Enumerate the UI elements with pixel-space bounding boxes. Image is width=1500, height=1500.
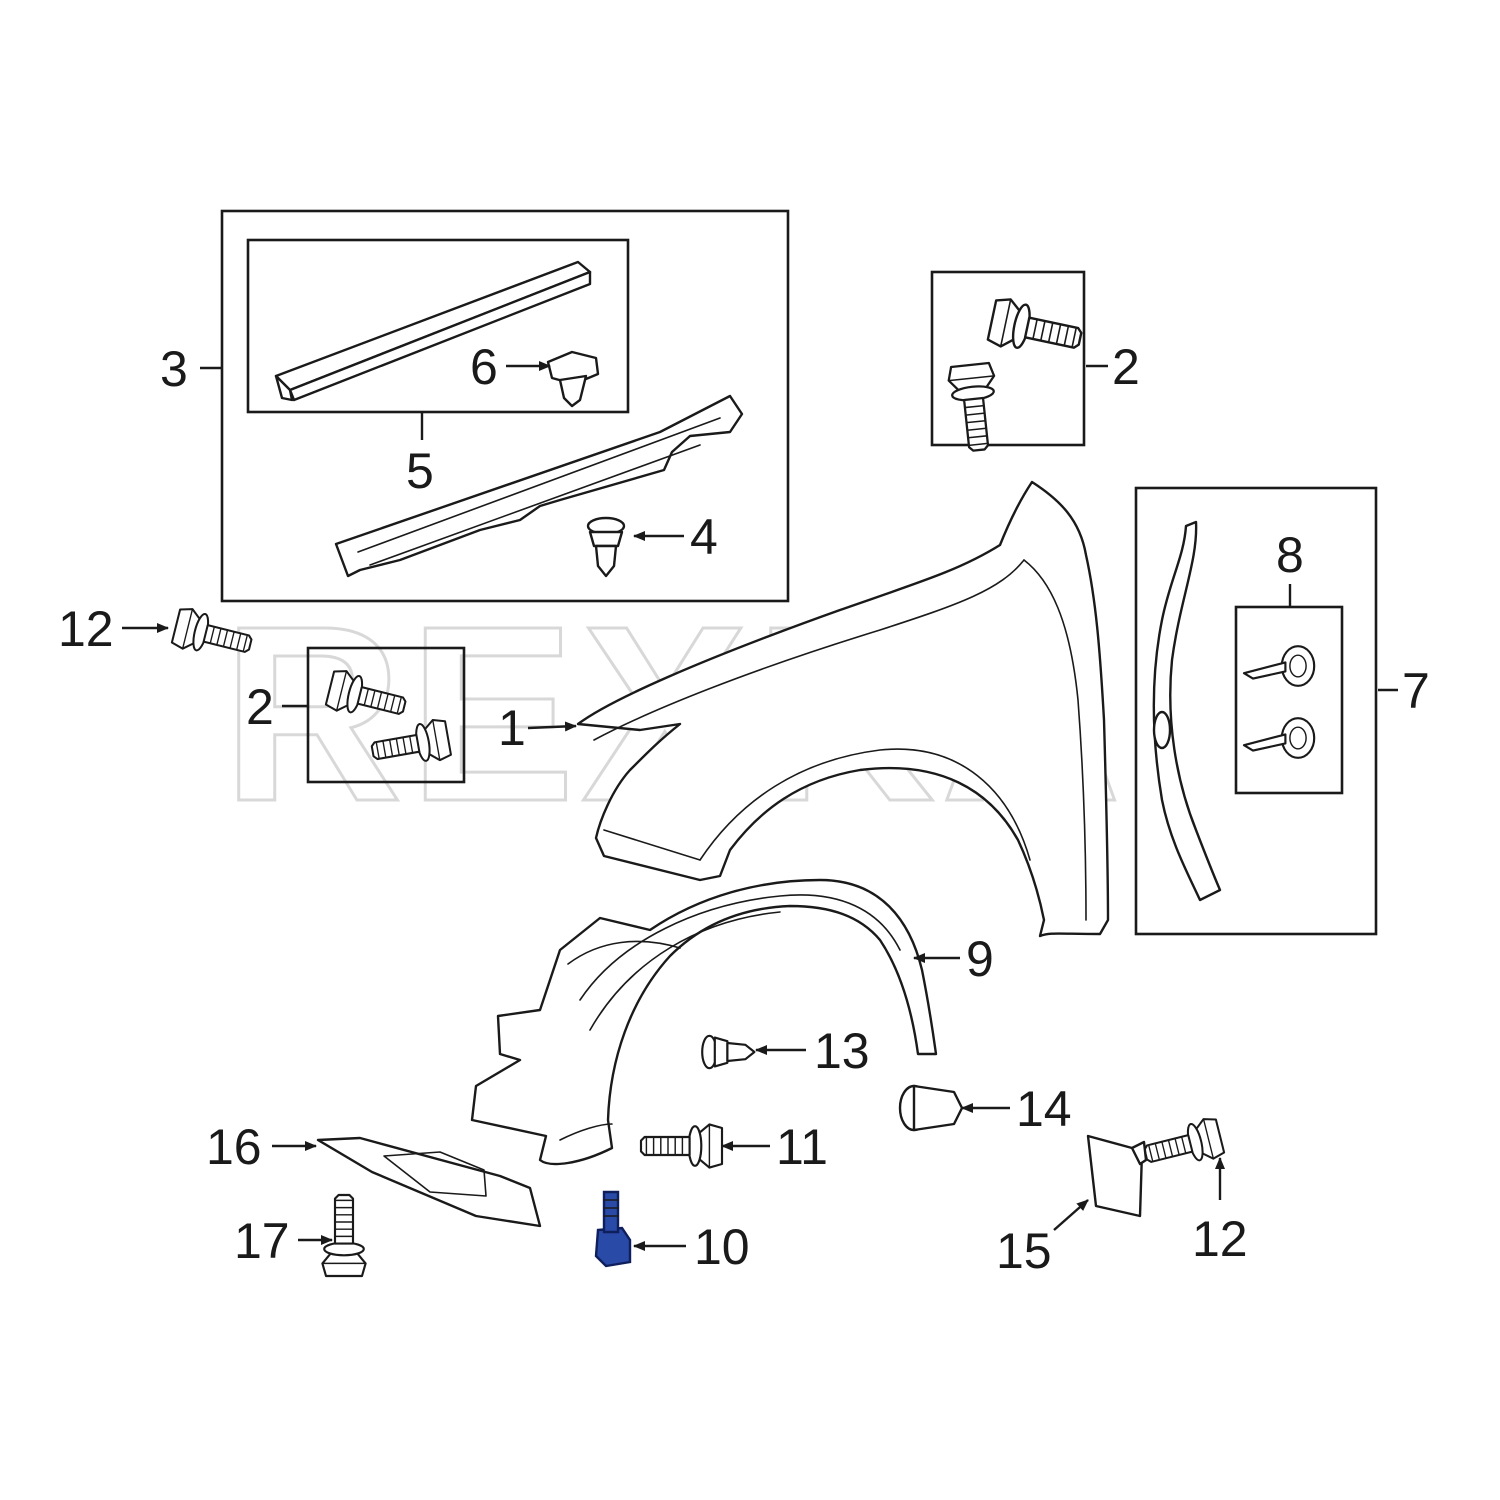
- callout-14: 14: [1016, 1081, 1072, 1137]
- callout-6: 6: [470, 339, 498, 395]
- group-box-3: [220, 209, 790, 603]
- callout-2-upper: 2: [1112, 339, 1140, 395]
- group-box-8: [1234, 605, 1344, 795]
- callout-15: 15: [996, 1223, 1052, 1279]
- group-box-2-lower: [306, 646, 466, 784]
- leader-15: [1053, 1199, 1089, 1231]
- bolt-2-upper-a: [985, 295, 1087, 364]
- group-box-7: [1134, 486, 1378, 936]
- fender-seal-part-7: [1152, 520, 1222, 902]
- clip-nut-part-14: [898, 1084, 964, 1132]
- fender-liner-part-9: [470, 878, 938, 1166]
- bolt-part-17: [321, 1193, 367, 1278]
- callout-16: 16: [206, 1119, 262, 1175]
- bracket-part-15: [1086, 1134, 1148, 1218]
- callout-1: 1: [498, 700, 526, 756]
- bolt-2-upper-b: [946, 361, 1003, 454]
- callout-4: 4: [690, 509, 718, 565]
- callout-8: 8: [1276, 527, 1304, 583]
- screw-part-8-lower: [1242, 717, 1316, 759]
- push-clip-part-13: [701, 1034, 756, 1070]
- callout-5: 5: [406, 443, 434, 499]
- fender-molding-strip: [274, 260, 592, 402]
- callout-12-lower: 12: [1192, 1211, 1248, 1267]
- push-clip-part-4: [586, 516, 626, 578]
- callout-2-lower: 2: [246, 679, 274, 735]
- screw-part-8-upper: [1242, 645, 1316, 687]
- callout-17: 17: [234, 1213, 290, 1269]
- bolt-part-12-lower: [1139, 1115, 1226, 1176]
- callout-labels: 1 2 2 3 4 5 6 7 8 9 10 11 12 12 13 14 15…: [58, 339, 1430, 1279]
- molding-clip-part-6: [546, 350, 600, 408]
- splash-shield-part-16: [316, 1136, 542, 1228]
- callout-11: 11: [776, 1119, 828, 1175]
- callout-12-upper: 12: [58, 601, 114, 657]
- front-fender-part-1: [576, 480, 1110, 938]
- group-box-2-upper: [930, 270, 1086, 447]
- bolt-part-11: [639, 1123, 724, 1169]
- callout-7: 7: [1402, 663, 1430, 719]
- callout-3: 3: [160, 341, 188, 397]
- callout-10: 10: [694, 1219, 750, 1275]
- fender-lower-seal: [334, 394, 744, 578]
- callout-13: 13: [814, 1023, 870, 1079]
- leader-1: [527, 721, 577, 732]
- callout-9: 9: [966, 931, 994, 987]
- group-box-5: [246, 238, 630, 414]
- bolt-part-10-highlighted: [594, 1190, 632, 1268]
